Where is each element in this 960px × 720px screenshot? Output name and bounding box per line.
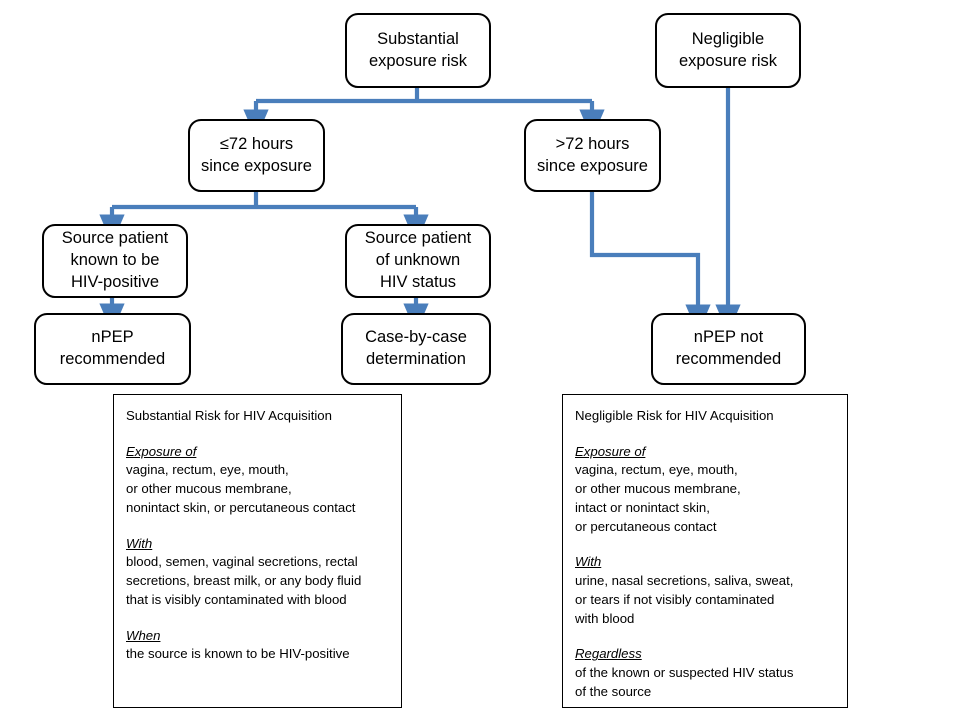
node-label: >72 hours since exposure bbox=[537, 134, 648, 175]
node-label: Substantial exposure risk bbox=[368, 29, 468, 70]
node-source-hiv-positive[interactable]: Source patient known to be HIV-positive bbox=[42, 224, 188, 298]
panel-body: blood, semen, vaginal secretions, rectal… bbox=[126, 554, 362, 607]
node-source-unknown-status[interactable]: Source patient of unknown HIV status bbox=[345, 224, 491, 298]
node-negligible-exposure-risk[interactable]: Negligible exposure risk bbox=[655, 13, 801, 88]
panel-heading: Exposure of bbox=[575, 443, 646, 459]
node-within-72-hours[interactable]: ≤72 hours since exposure bbox=[188, 119, 325, 192]
panel-group-exposure: Exposure of vagina, rectum, eye, mouth, … bbox=[575, 443, 847, 537]
panel-body: urine, nasal secretions, saliva, sweat, … bbox=[575, 573, 794, 626]
panel-heading: With bbox=[126, 535, 153, 551]
node-label: ≤72 hours since exposure bbox=[201, 134, 312, 175]
panel-substantial-risk: Substantial Risk for HIV Acquisition Exp… bbox=[113, 394, 402, 708]
panel-group-regardless: Regardless of the known or suspected HIV… bbox=[575, 645, 847, 701]
node-label: nPEP not recommended bbox=[675, 328, 782, 368]
connector-substantial-split bbox=[256, 88, 592, 104]
panel-title: Substantial Risk for HIV Acquisition bbox=[126, 408, 332, 423]
node-npep-not-recommended[interactable]: nPEP not recommended bbox=[651, 313, 806, 385]
panel-body: of the known or suspected HIV status of … bbox=[575, 665, 794, 699]
node-label: Source patient of unknown HIV status bbox=[364, 229, 472, 291]
panel-heading: Exposure of bbox=[126, 443, 197, 459]
node-npep-recommended[interactable]: nPEP recommended bbox=[34, 313, 191, 385]
panel-group-with: With urine, nasal secretions, saliva, sw… bbox=[575, 553, 847, 628]
connector-within-72-split bbox=[112, 192, 416, 210]
panel-heading: With bbox=[575, 554, 602, 570]
panel-group-with: With blood, semen, vaginal secretions, r… bbox=[126, 535, 401, 610]
panel-group-exposure: Exposure of vagina, rectum, eye, mouth, … bbox=[126, 443, 401, 518]
node-substantial-exposure-risk[interactable]: Substantial exposure risk bbox=[345, 13, 491, 88]
panel-body: vagina, rectum, eye, mouth, or other muc… bbox=[126, 462, 356, 515]
node-label: Negligible exposure risk bbox=[678, 29, 778, 70]
panel-group-when: When the source is known to be HIV-posit… bbox=[126, 627, 401, 664]
panel-heading: When bbox=[126, 627, 161, 643]
panel-body: the source is known to be HIV-positive bbox=[126, 646, 350, 662]
node-label: nPEP recommended bbox=[59, 328, 166, 368]
connector-after-72-to-npep-not-recommended bbox=[589, 192, 711, 334]
node-label: Case-by-case determination bbox=[365, 328, 467, 368]
node-case-by-case[interactable]: Case-by-case determination bbox=[341, 313, 491, 385]
panel-heading: Regardless bbox=[575, 646, 642, 662]
node-label: Source patient known to be HIV-positive bbox=[61, 229, 169, 291]
panel-negligible-risk: Negligible Risk for HIV Acquisition Expo… bbox=[562, 394, 848, 708]
panel-body: vagina, rectum, eye, mouth, or other muc… bbox=[575, 462, 741, 534]
panel-title: Negligible Risk for HIV Acquisition bbox=[575, 408, 774, 423]
node-after-72-hours[interactable]: >72 hours since exposure bbox=[524, 119, 661, 192]
